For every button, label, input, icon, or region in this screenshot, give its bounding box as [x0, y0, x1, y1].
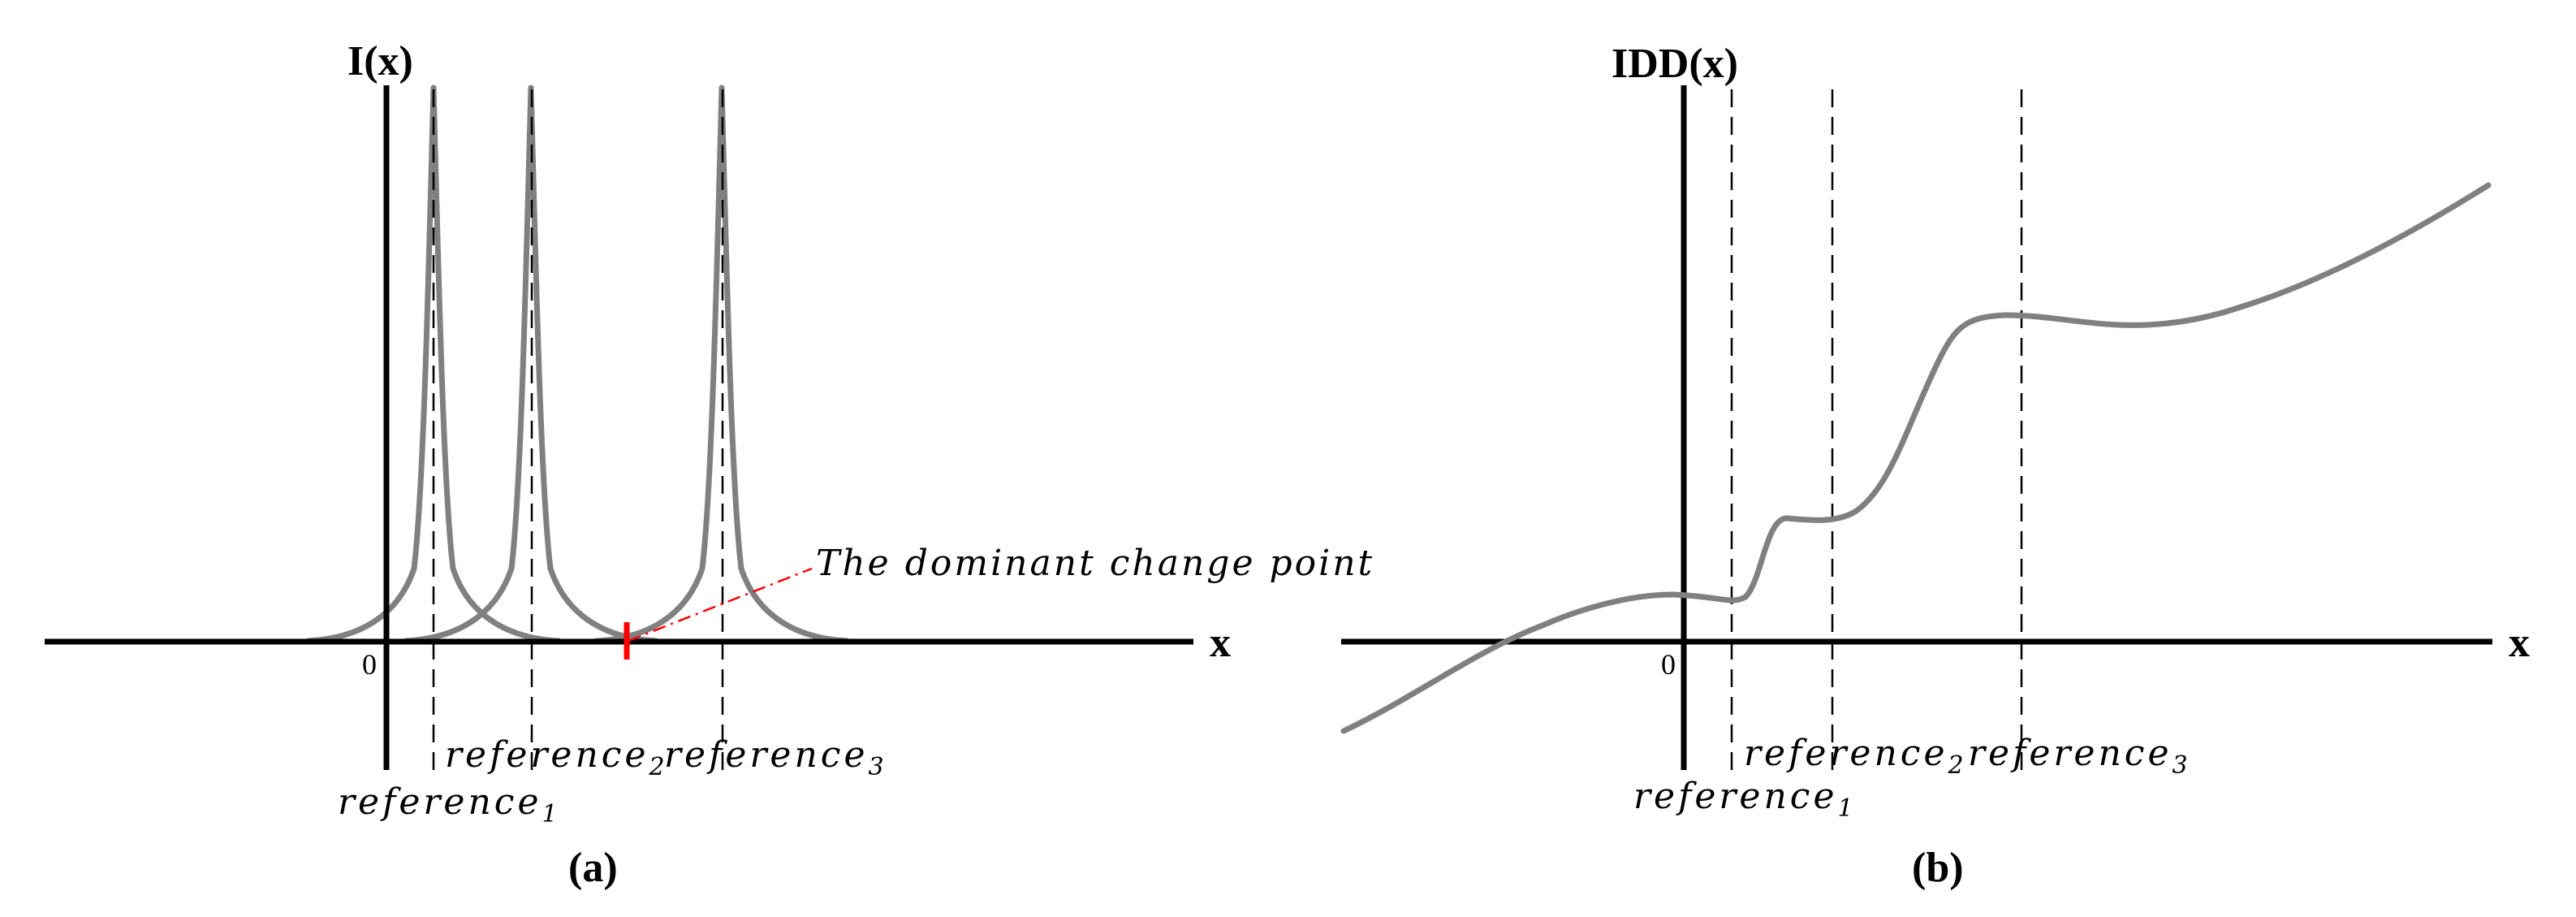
reference-label-1: reference1 [338, 781, 561, 828]
peak-curve-3 [593, 84, 850, 644]
peak-curve-1 [305, 84, 562, 644]
x-axis-label: x [1210, 620, 1231, 666]
origin-label: 0 [1661, 648, 1676, 681]
annotation-text: The dominant change point [816, 543, 1374, 584]
peak-curve-2 [403, 84, 659, 644]
y-axis-label: IDD(x) [1612, 41, 1738, 87]
x-axis-label: x [2509, 620, 2530, 666]
reference-label-3: reference3 [1968, 733, 2191, 780]
panel-b: IDD(x) x 0 reference1 reference2 referen… [1340, 41, 2530, 891]
panel-caption-a: (a) [568, 845, 618, 891]
reference-label-2: reference2 [445, 734, 668, 781]
panel-caption-b: (b) [1912, 845, 1964, 891]
annotation-leader [628, 567, 813, 642]
reference-label-3: reference3 [664, 734, 887, 781]
reference-label-1: reference1 [1633, 776, 1857, 823]
reference-label-2: reference2 [1744, 733, 1967, 780]
idd-curve [1340, 182, 2492, 734]
origin-label: 0 [362, 648, 377, 681]
y-axis-label: I(x) [347, 38, 413, 84]
panel-a: The dominant change point I(x) x 0 refer… [45, 38, 1374, 891]
